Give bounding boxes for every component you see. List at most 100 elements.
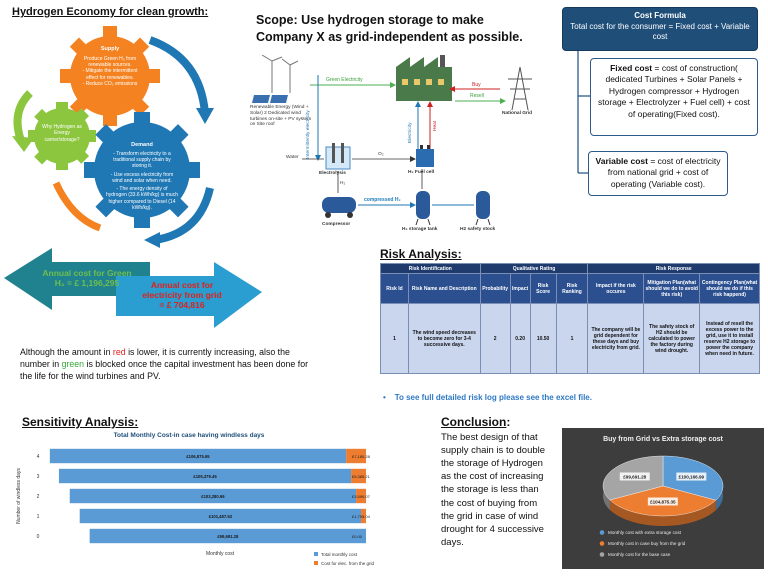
red-cost-line-1: Annual cost for bbox=[150, 280, 214, 290]
note-part-2: is lower, it is currently increasing, al… bbox=[20, 347, 290, 370]
demand-gear-title: Demand bbox=[131, 142, 153, 148]
supply-gear-text: Supply Produce Green H₂ from renewable s… bbox=[82, 46, 138, 87]
risk-col-name: Risk Name and Description bbox=[407, 273, 481, 304]
risk-cell-impact-occurs: The company will be grid dependent for t… bbox=[587, 303, 645, 374]
sensitivity-chart-svg: Total Monthly Cost-in case having windle… bbox=[16, 432, 375, 566]
risk-col-score: Risk Score bbox=[529, 273, 557, 304]
safety-stock-label: H2 safety stock bbox=[460, 227, 496, 232]
risk-cell-contingency: Instead of resell the excess power to th… bbox=[699, 303, 760, 374]
y-tick-label: 0 bbox=[37, 534, 40, 540]
annual-cost-note: Although the amount in red is lower, it … bbox=[20, 346, 320, 382]
fuel-cell-label: H₂ Fuel cell bbox=[408, 170, 435, 175]
arrows-graphic bbox=[4, 248, 262, 328]
risk-col-impact-occurs: Impact if the risk occures bbox=[587, 273, 645, 304]
risk-cell-impact: 0.20 bbox=[509, 303, 531, 374]
note-part-3: is blocked once the capital investment h… bbox=[20, 359, 309, 382]
pie-legend-label: Monthly cost for the base case bbox=[608, 552, 671, 557]
blue-arrow-head-top bbox=[196, 108, 214, 124]
pie-legend-label: Monthly cost in case buy from the grid bbox=[608, 541, 686, 546]
chart-xlabel: Monthly cost bbox=[206, 551, 235, 557]
bar-total-cost bbox=[79, 508, 362, 524]
bar-grid-label: £0.00 bbox=[352, 534, 363, 539]
sensitivity-chart: Total Monthly Cost-in case having windle… bbox=[14, 428, 384, 574]
fixed-cost-text: = cost of construction( dedicated Turbin… bbox=[598, 63, 750, 119]
demand-gear-text: Demand - Transform electricity to a trad… bbox=[106, 142, 178, 211]
supply-line-3: - Reduce CO₂ emissions bbox=[82, 80, 138, 87]
y-tick-label: 1 bbox=[37, 514, 40, 520]
pie-chart: Buy from Grid vs Extra storage cost£100,… bbox=[562, 428, 764, 569]
note-green-word: green bbox=[61, 359, 85, 370]
risk-table: Risk Identification Qualitative Rating R… bbox=[380, 263, 760, 374]
cost-formula-summary: Total cost for the consumer = Fixed cost… bbox=[570, 22, 750, 41]
risk-col-probability: Probability bbox=[479, 273, 511, 304]
green-cost-text: Annual cost for Green H₂ = £ 1,196,295 bbox=[24, 268, 150, 288]
y-tick-label: 3 bbox=[37, 474, 40, 480]
bar-grid-cost bbox=[346, 448, 366, 464]
legend-swatch bbox=[314, 552, 318, 556]
risk-title: Risk Analysis: bbox=[380, 247, 462, 261]
supply-line-2: - Mitigate the intermittent effect for r… bbox=[82, 68, 138, 81]
electrolysis-icon bbox=[325, 143, 351, 170]
risk-cell-ranking: 1 bbox=[555, 303, 589, 374]
risk-col-mitigation: Mitigation Plan(what should we do to avo… bbox=[643, 273, 701, 304]
wind-turbine-icon bbox=[261, 54, 299, 93]
legend-swatch bbox=[314, 561, 318, 565]
national-grid-label: National Grid bbox=[502, 111, 533, 116]
electrolysis-label: Electrolysis bbox=[319, 171, 346, 176]
pie-title: Buy from Grid vs Extra storage cost bbox=[603, 436, 723, 443]
red-cost-line-3: = £ 704,816 bbox=[159, 300, 205, 311]
supply-line-1: Produce Green H₂ from renewable sources. bbox=[83, 55, 137, 69]
heat-label: Heat bbox=[433, 120, 438, 131]
buy-label: Buy bbox=[472, 82, 481, 88]
conclusion-text: The best design of that supply chain is … bbox=[441, 432, 546, 548]
risk-note-text: To see full detailed risk log please see… bbox=[394, 393, 592, 402]
fixed-cost-box: Fixed cost = cost of construction( dedic… bbox=[590, 58, 758, 136]
compressed-h2-label: compressed H₂ bbox=[364, 197, 401, 203]
red-cost-arrow-shape bbox=[116, 262, 262, 328]
gear-graphics bbox=[12, 26, 214, 248]
pie-slice-label: £99,691.28 bbox=[623, 474, 646, 479]
blue-arrow-head-bottom bbox=[144, 232, 160, 248]
bar-total-label: £105,379.45 bbox=[193, 474, 217, 479]
blue-cycle-arrow-top bbox=[148, 36, 209, 114]
bar-total-cost bbox=[58, 468, 352, 484]
pie-slice-side bbox=[609, 499, 716, 526]
o2-label: O₂ bbox=[378, 152, 384, 157]
h2-label: H₂ bbox=[340, 181, 346, 186]
note-part-1: Although the amount in bbox=[20, 347, 113, 357]
renewable-label: Renewable Energy (Wind + Solar) 2 Dedica… bbox=[250, 105, 312, 128]
risk-note: • To see full detailed risk log please s… bbox=[383, 393, 592, 402]
legend-label: Cost for elec. from the grid bbox=[321, 561, 375, 566]
why-gear-text: Why Hydrogen as Energy carrier/storage? bbox=[42, 124, 82, 143]
pie-legend-swatch bbox=[599, 541, 605, 546]
intermittency-label: Intermittently electricity bbox=[306, 110, 311, 159]
heat-label-wrap: Heat bbox=[433, 113, 441, 133]
legend-label: Total monthly cost bbox=[321, 552, 358, 557]
risk-col-id: Risk Id bbox=[380, 273, 409, 304]
green-cost-line-1: Annual cost for Green bbox=[42, 268, 132, 278]
red-cost-text: Annual cost for electricity from grid = … bbox=[130, 280, 234, 311]
storage-tank-icon bbox=[415, 191, 431, 226]
storage-tank-label: H₂ storage tank bbox=[402, 227, 438, 232]
bar-grid-label: £1,795.04 bbox=[352, 514, 371, 519]
gear-cluster: Supply Produce Green H₂ from renewable s… bbox=[0, 18, 240, 248]
pie-label-bg bbox=[619, 472, 650, 481]
conclusion-title-text: Conclusion bbox=[441, 415, 507, 429]
compressor-icon bbox=[322, 197, 356, 218]
why-line-1: Why Hydrogen as Energy carrier/storage? bbox=[42, 124, 82, 143]
factory-icon bbox=[396, 55, 452, 101]
risk-group-response: Risk Response bbox=[587, 263, 760, 274]
pylon-icon bbox=[508, 66, 532, 111]
chart-title: Total Monthly Cost-in case having windle… bbox=[114, 432, 265, 439]
pie-legend-label: Monthly cost with extra storage cost bbox=[608, 530, 682, 535]
risk-cell-score: 10.50 bbox=[529, 303, 557, 374]
supply-gear bbox=[60, 26, 160, 126]
pie-legend-swatch bbox=[599, 530, 605, 535]
resell-label: Resell bbox=[470, 93, 484, 99]
risk-group-rating: Qualitative Rating bbox=[479, 263, 589, 274]
why-gear bbox=[28, 102, 96, 170]
process-graphics bbox=[252, 54, 532, 226]
chart-ylabel: Number of windless days bbox=[16, 468, 22, 524]
demand-line-1: - Transform electricity to a traditional… bbox=[113, 150, 171, 170]
demand-line-3: - The energy density of hydrogen (33.6 k… bbox=[106, 186, 178, 211]
